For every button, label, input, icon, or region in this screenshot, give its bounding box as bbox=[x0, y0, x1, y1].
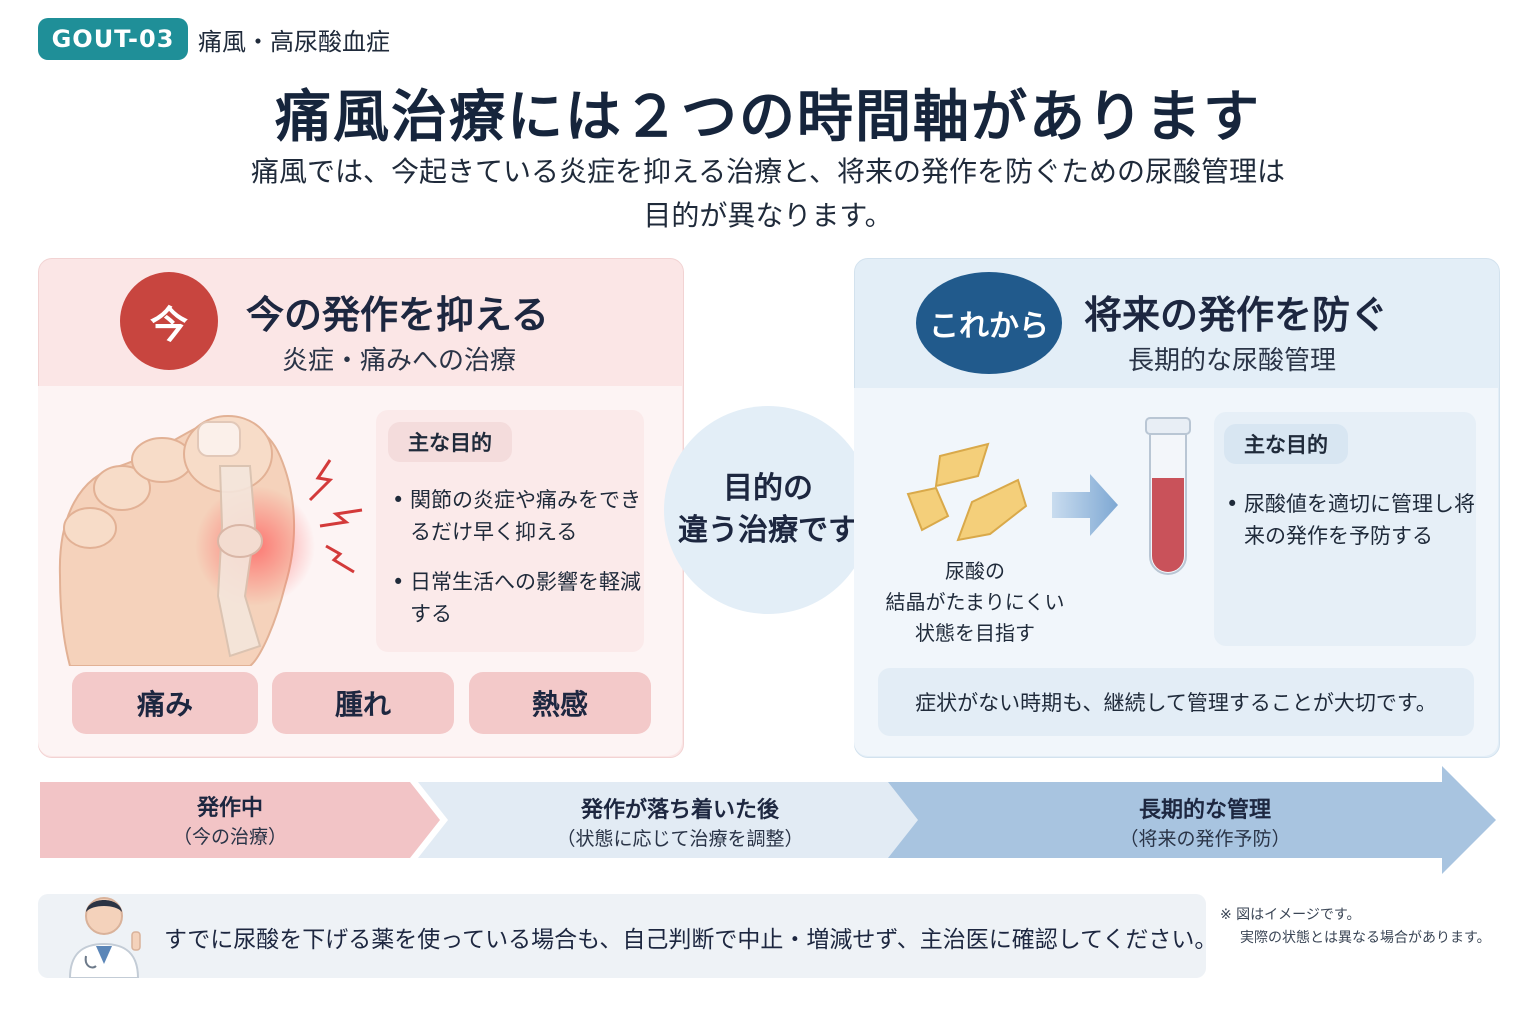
subtitle-line-2: 目的が異なります。 bbox=[643, 199, 893, 232]
image-footnote: ※ 図はイメージです。 実際の状態とは異なる場合があります。 bbox=[1220, 907, 1491, 946]
symptom-pain: 痛み bbox=[72, 672, 258, 734]
subtitle-line-1: 痛風では、今起きている炎症を抑える治療と、将来の発作を防ぐための尿酸管理は bbox=[250, 155, 1286, 188]
timeline-label-3: 長期的な管理 （将来の発作予防） bbox=[1119, 798, 1291, 850]
timeline-stage-1 bbox=[40, 782, 440, 858]
ongoing-management-note: 症状がない時期も、継続して管理することが大切です。 bbox=[878, 668, 1474, 736]
bullet-dot: • bbox=[1226, 492, 1239, 516]
right-panel-title: 将来の発作を防ぐ bbox=[1084, 293, 1389, 337]
bullet-dot: • bbox=[392, 488, 405, 512]
blood-test-tube-icon bbox=[1145, 417, 1191, 575]
category-tag: GOUT-03 bbox=[38, 18, 188, 60]
inflamed-foot-illustration bbox=[58, 415, 315, 666]
future-badge: これから bbox=[916, 272, 1062, 374]
center-line-2: 違う治療です bbox=[678, 513, 858, 548]
left-panel-title: 今の発作を抑える bbox=[246, 293, 549, 337]
arrow-right-icon bbox=[1052, 474, 1118, 536]
right-goal-item: • 尿酸値を適切に管理し将来の発作を予防する bbox=[1226, 488, 1494, 552]
bottom-advice-bar bbox=[38, 894, 1206, 978]
page-subtitle: 痛風では、今起きている炎症を抑える治療と、将来の発作を防ぐための尿酸管理は 目的… bbox=[168, 150, 1368, 238]
bottom-advice-text: すでに尿酸を下げる薬を使っている場合も、自己判断で中止・増減せず、主治医に確認し… bbox=[164, 927, 1218, 953]
left-panel-subtitle: 炎症・痛みへの治療 bbox=[282, 346, 517, 376]
pain-lightning-icon bbox=[308, 459, 363, 574]
timeline-label-1: 発作中 （今の治療） bbox=[172, 796, 287, 848]
left-goal-item: • 日常生活への影響を軽減する bbox=[392, 566, 660, 630]
bullet-dot: • bbox=[392, 570, 405, 594]
urate-crystal-icon bbox=[906, 442, 1028, 542]
page-title: 痛風治療には２つの時間軸があります bbox=[275, 85, 1261, 150]
right-panel-subtitle: 長期的な尿酸管理 bbox=[1128, 346, 1337, 376]
center-line-1: 目的の bbox=[723, 471, 813, 506]
doctor-icon bbox=[68, 897, 141, 978]
crystal-caption: 尿酸の 結晶がたまりにくい 状態を目指す bbox=[885, 559, 1065, 645]
category-label: 痛風・高尿酸血症 bbox=[198, 28, 390, 56]
left-goal-item: • 関節の炎症や痛みをできるだけ早く抑える bbox=[392, 484, 660, 548]
symptom-heat: 熱感 bbox=[469, 672, 651, 734]
treatment-timeline bbox=[40, 766, 1496, 874]
timeline-stage-2 bbox=[418, 782, 920, 858]
left-goal-label: 主な目的 bbox=[388, 422, 512, 462]
timeline-label-2: 発作が落ち着いた後 （状態に応じて治療を調整） bbox=[556, 798, 804, 850]
timeline-stage-3 bbox=[888, 766, 1496, 874]
now-badge: 今 bbox=[120, 272, 218, 370]
right-goal-label: 主な目的 bbox=[1224, 424, 1348, 464]
center-message: 目的の 違う治療です bbox=[664, 406, 872, 614]
symptom-swelling: 腫れ bbox=[272, 672, 454, 734]
